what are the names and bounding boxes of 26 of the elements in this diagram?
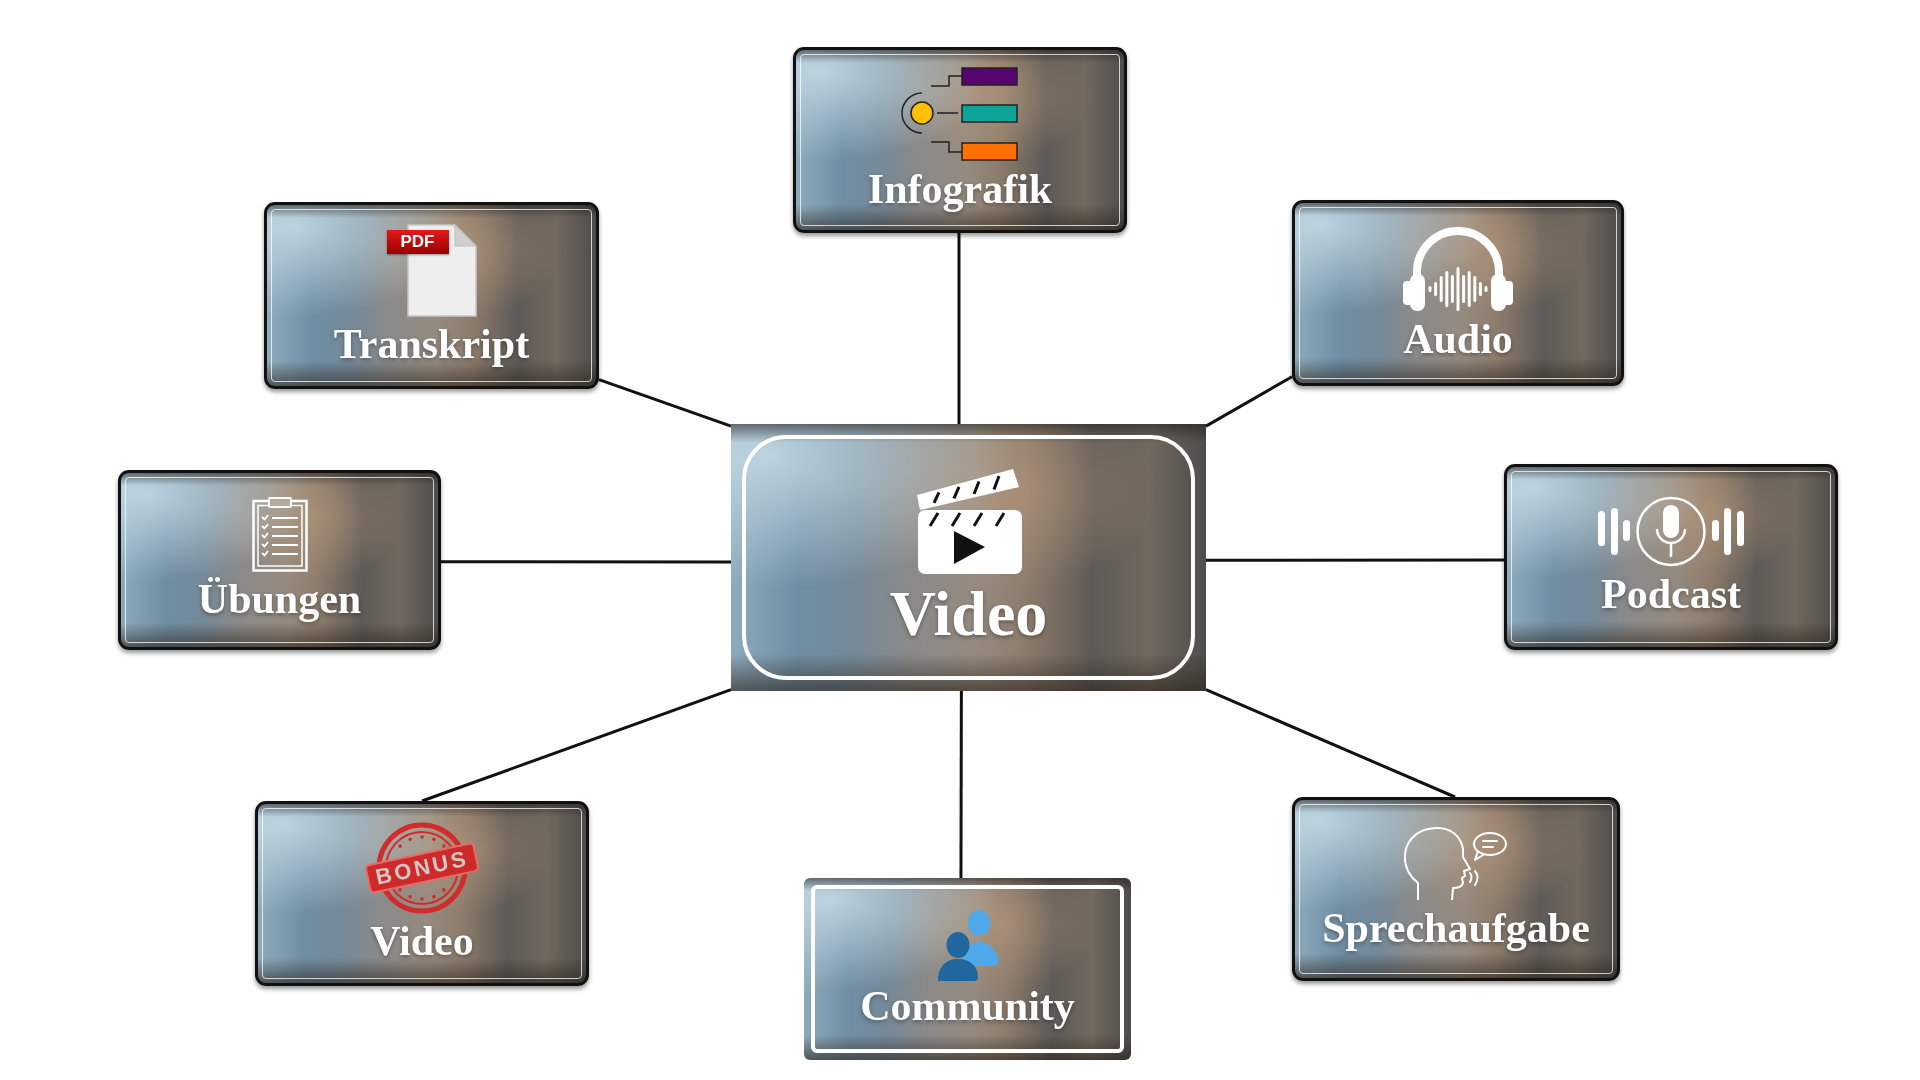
card-title: Audio bbox=[1403, 315, 1513, 363]
connector-line bbox=[1206, 558, 1504, 562]
card-title: Podcast bbox=[1601, 571, 1741, 618]
connector-line bbox=[959, 691, 963, 878]
card-title: Community bbox=[860, 983, 1075, 1030]
topic-card bbox=[255, 801, 589, 986]
connector-line bbox=[441, 560, 731, 564]
connector-line bbox=[1205, 688, 1456, 799]
connector-line bbox=[1205, 375, 1293, 428]
card-title: Übungen bbox=[197, 576, 362, 623]
card-title: Video bbox=[370, 918, 474, 965]
topic-card bbox=[1292, 200, 1624, 386]
topic-card bbox=[793, 47, 1127, 233]
card-title: Sprechaufgabe bbox=[1322, 905, 1590, 952]
connector-line bbox=[957, 233, 961, 424]
stamp-banner: BONUS bbox=[363, 842, 481, 895]
topic-card bbox=[1292, 797, 1620, 981]
file-type-tag: PDF bbox=[386, 229, 449, 254]
card-title: Transkript bbox=[333, 320, 530, 368]
topic-card bbox=[264, 202, 599, 389]
topic-card bbox=[1504, 464, 1838, 650]
topic-card bbox=[118, 470, 441, 650]
card-title: Video bbox=[889, 579, 1048, 648]
connector-line bbox=[421, 688, 732, 803]
connector-line bbox=[598, 378, 732, 428]
card-title: Infografik bbox=[867, 166, 1053, 213]
